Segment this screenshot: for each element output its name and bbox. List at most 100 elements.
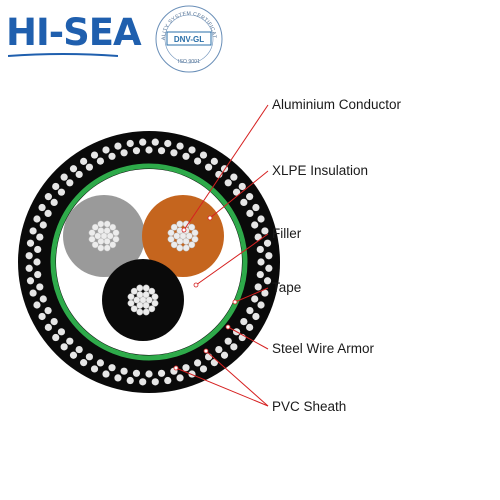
conductor-strand: [136, 291, 144, 299]
armor-wire: [246, 193, 254, 201]
conductor-strand: [188, 241, 196, 249]
armor-wire: [44, 209, 52, 218]
cert-badge-bottom-text: ISO 9001: [178, 59, 200, 65]
conductor-strand: [94, 232, 102, 240]
armor-wire: [80, 157, 88, 165]
armor-wire: [102, 146, 110, 154]
label-insulation: XLPE Insulation: [272, 163, 369, 178]
armor-wire: [75, 345, 83, 354]
armor-wire: [193, 157, 202, 165]
conductor-strand: [88, 229, 96, 237]
conductor-strand: [103, 237, 111, 245]
brand-logo-text: HI-SEA: [6, 11, 142, 54]
armor-wire: [257, 215, 265, 223]
armor-wire: [44, 323, 52, 331]
armor-wire: [69, 165, 78, 173]
conductor-strand: [170, 223, 178, 231]
armor-wire: [199, 365, 208, 373]
conductor-strand: [130, 287, 138, 295]
conductor-strand: [151, 293, 159, 301]
armor-wire: [80, 359, 88, 367]
conductor-strand: [191, 229, 199, 237]
armor-wire: [114, 374, 122, 382]
armor-wire: [256, 270, 264, 279]
leader-line-tape: [234, 287, 269, 303]
conductor-strand: [109, 241, 117, 249]
armor-wire: [265, 252, 273, 260]
armor-wire: [215, 345, 223, 354]
conductor-strand: [170, 241, 178, 249]
conductor-strand: [109, 223, 117, 231]
armor-wire: [199, 151, 208, 159]
conductor-strand: [136, 308, 144, 316]
armor-wire: [145, 370, 153, 378]
armor-wire: [254, 233, 262, 241]
armor-wire: [251, 221, 259, 229]
armor-wire: [261, 289, 269, 297]
armor-wire: [29, 289, 37, 297]
armor-wire: [33, 215, 41, 223]
conductor-strand: [167, 229, 175, 237]
tape: [50, 163, 248, 361]
armor-wire: [263, 277, 272, 285]
conductor-strand: [103, 220, 111, 228]
armor-wire: [114, 142, 122, 150]
conductor-strand: [103, 227, 111, 235]
conductor-strand: [130, 305, 138, 313]
armor-wire: [210, 157, 218, 165]
conductor-strand: [173, 232, 181, 240]
conductor-strand: [112, 235, 120, 243]
armor-wire: [151, 138, 159, 146]
conductor-strand: [106, 232, 114, 240]
armor-wire: [145, 146, 153, 154]
armor-wire: [85, 163, 94, 171]
armor-wire: [263, 239, 272, 247]
armor-wire: [120, 367, 128, 375]
conductor-strand: [167, 235, 175, 243]
armor-wire: [34, 270, 42, 279]
armor-wire: [25, 252, 33, 260]
conductor-strand: [127, 293, 135, 301]
armor-wire: [193, 359, 202, 367]
armor-wire: [90, 365, 99, 373]
armor-wire: [90, 151, 99, 159]
armor-wire: [210, 359, 218, 367]
armor-wire: [220, 351, 229, 359]
armor-wire: [25, 264, 33, 272]
armor-wire: [176, 374, 184, 382]
aluminium-conductor-grey: [88, 220, 120, 252]
armor-wire: [246, 209, 254, 218]
cert-badge-center-text: DNV-GL: [174, 35, 204, 44]
conductor-strand: [97, 244, 105, 252]
armor-wire: [60, 343, 68, 351]
conductor-strand: [133, 296, 141, 304]
brand-swoosh-icon: [8, 53, 118, 57]
armor-wire: [120, 149, 128, 157]
conductor-strand: [88, 235, 96, 243]
leader-lines: [175, 104, 269, 407]
armor-wire: [126, 376, 134, 385]
leader-dot-sheath-2: [173, 365, 179, 371]
armor-wire: [39, 295, 47, 303]
conductor-strand: [148, 305, 156, 313]
armor-wire: [182, 364, 190, 372]
armor-wire: [44, 193, 52, 201]
armor-wire: [132, 369, 141, 377]
conductor-strand: [142, 284, 150, 292]
aluminium-conductor-black: [127, 284, 159, 316]
armor-wire: [246, 306, 254, 315]
armor-wire: [69, 351, 78, 359]
armor-wire: [261, 227, 269, 235]
armor-wire: [188, 146, 196, 154]
armor-wire: [26, 239, 35, 247]
armor-wire: [257, 258, 265, 266]
armor-wire: [36, 283, 44, 291]
armor-wire: [230, 343, 238, 351]
conductor-strand: [182, 244, 190, 252]
armor-wire: [265, 264, 273, 272]
armor-wire: [204, 163, 213, 171]
armor-wire: [176, 142, 184, 150]
conductor-strand: [188, 223, 196, 231]
armor-wire: [96, 157, 105, 165]
armor-wire: [230, 173, 238, 181]
